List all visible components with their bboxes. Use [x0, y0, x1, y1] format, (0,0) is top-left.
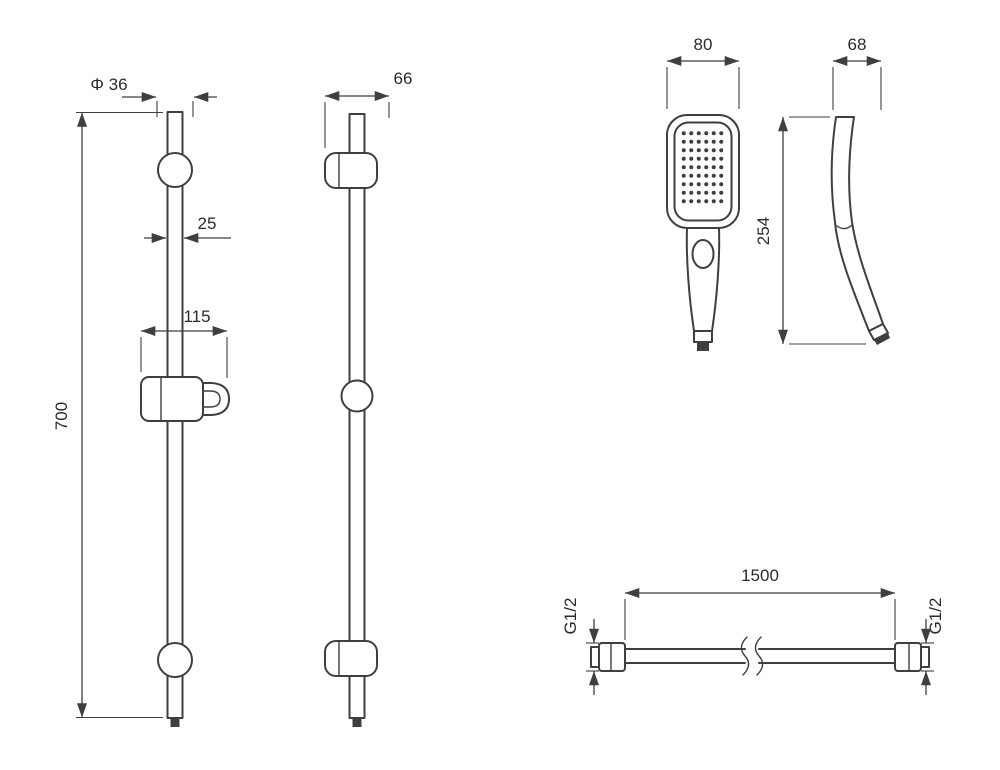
dim-thread-right: G1/2 [920, 598, 945, 695]
hose-fitting-left [598, 642, 626, 672]
handshower-front-view: 80 [666, 35, 740, 351]
rail-end-cap-side [352, 718, 362, 727]
dim-profile-height-label: 254 [754, 217, 773, 245]
glide-knob-bottom [157, 642, 193, 678]
hand-shower-profile [830, 116, 884, 332]
slider-holder-cup-inner [202, 390, 221, 408]
dim-holder-width: 115 [140, 307, 228, 378]
hose-end-collar-right [920, 646, 930, 668]
dim-thread-left-label: G1/2 [561, 598, 580, 635]
dim-rail-width-label: 25 [198, 214, 217, 233]
rail-front-view: Φ 36 25 115 700 [52, 75, 231, 727]
dim-thread-right-label: G1/2 [926, 598, 945, 635]
hose-fitting-right [894, 642, 922, 672]
dim-diameter-label: Φ 36 [90, 75, 127, 94]
dim-profile-height: 254 [754, 116, 866, 345]
wall-bracket-bottom [324, 640, 378, 677]
handle-inlet-tip [697, 342, 709, 351]
wall-bracket-top [324, 152, 378, 189]
shower-rail-side [348, 113, 366, 719]
slider-knob-side [340, 379, 374, 413]
dim-rail-depth: 66 [324, 69, 413, 148]
slider-holder-cup [202, 382, 230, 416]
glide-knob-top [157, 152, 193, 188]
dim-head-width-label: 80 [694, 35, 713, 54]
dim-rail-height: 700 [52, 111, 163, 719]
slider-holder-body [140, 376, 204, 422]
dim-rail-width: 25 [144, 214, 231, 244]
dim-height-label: 700 [52, 402, 71, 430]
handle-connector-nut [693, 330, 713, 343]
dim-profile-depth-label: 68 [848, 35, 867, 54]
handle-seam-line [836, 224, 853, 230]
dim-rail-diameter: Φ 36 [90, 75, 217, 117]
profile-inlet-tip [874, 333, 890, 345]
rail-side-view: 66 [324, 69, 413, 727]
dim-depth-label: 66 [394, 69, 413, 88]
dim-hose-length: 1500 [624, 566, 896, 640]
hose-end-collar-left [590, 646, 600, 668]
hose-break-symbol-right [754, 636, 764, 676]
dim-profile-depth: 68 [832, 35, 882, 110]
dim-holder-width-label: 115 [183, 307, 210, 326]
hose-break-symbol-left [740, 636, 750, 676]
hose-view: 1500 G1/2 G1/2 [561, 566, 945, 695]
rail-end-cap-front [170, 718, 180, 727]
handshower-side-view: 68 254 [754, 35, 890, 345]
mode-button [691, 239, 715, 269]
dim-thread-left: G1/2 [561, 598, 600, 695]
spray-nozzles [680, 129, 726, 207]
dim-head-width: 80 [666, 35, 740, 109]
spray-face [673, 121, 733, 222]
dim-hose-length-label: 1500 [741, 566, 779, 585]
